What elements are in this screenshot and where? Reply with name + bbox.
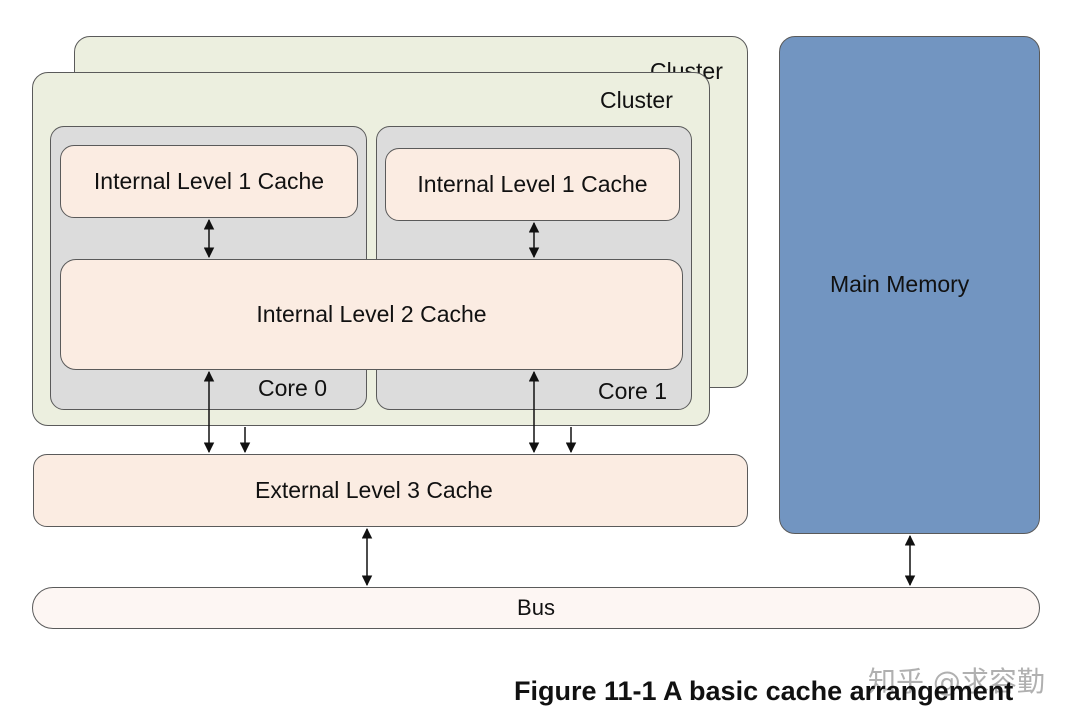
core-0-l1-cache: Internal Level 1 Cache [60,145,358,218]
main-memory [779,36,1040,534]
core-1-l1-cache: Internal Level 1 Cache [385,148,680,221]
core-1-label: Core 1 [598,378,668,404]
figure-caption: Figure 11-1 A basic cache arrangement [514,676,1014,706]
main-memory-label: Main Memory [830,271,970,297]
l2-cache: Internal Level 2 Cache [60,259,683,370]
core-0-label: Core 0 [258,375,328,401]
l3-cache: External Level 3 Cache [33,454,748,527]
bus: Bus [32,587,1040,629]
watermark: 知乎 @求容勤 [868,665,1045,698]
cluster-front-label: Cluster [600,87,673,113]
